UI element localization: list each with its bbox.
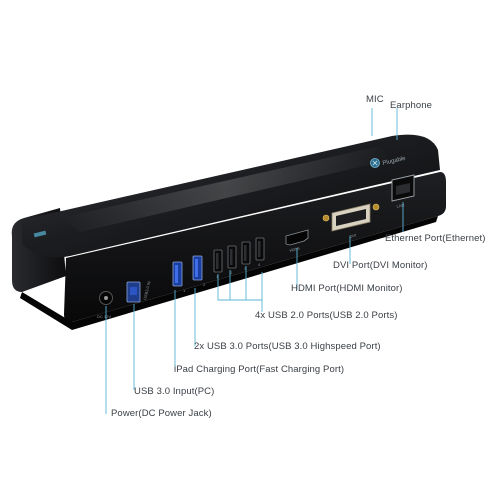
usb2-port-label-4: 4 [258, 262, 261, 267]
callout-ethernet: Ethernet Port(Ethernet) [385, 233, 486, 244]
device-top-gloss [60, 146, 390, 232]
side-accent-mark [33, 230, 47, 238]
ethernet-port-icon [391, 174, 415, 202]
callout-usb2: 4x USB 2.0 Ports(USB 2.0 Ports) [255, 310, 398, 321]
callout-dvi: DVI Port(DVI Monitor) [333, 260, 428, 271]
usb2-port-3 [241, 241, 251, 265]
usb2-port-label-3: 3 [244, 266, 247, 271]
usb-in-port-label: USB3.0 IN [142, 281, 151, 301]
hdmi-port-icon [285, 229, 309, 246]
docking-station: Plugable DC 12V USB3.0 IN 1 2 [11, 134, 446, 330]
usb2-port-label-1: 1 [216, 274, 219, 279]
callout-mic: MIC [366, 94, 384, 105]
usb2-leader [217, 266, 263, 312]
callout-ipad: iPad Charging Port(Fast Charging Port) [174, 364, 345, 375]
callout-hdmi: HDMI Port(HDMI Monitor) [291, 283, 403, 294]
dvi-port-label: DVI [349, 233, 357, 239]
hdmi-port-label: HDMI [289, 246, 300, 253]
callout-earphone: Earphone [390, 100, 433, 111]
usb2-port-1 [213, 249, 223, 273]
dvi-port-icon [322, 203, 380, 232]
usb2-port-4 [255, 237, 265, 261]
brand-name: Plugable [382, 156, 407, 167]
usb3-port-1 [172, 261, 183, 287]
callout-lines [105, 108, 404, 414]
lan-port-label: LAN [396, 202, 405, 209]
callout-power: Power(DC Power Jack) [111, 408, 212, 419]
dc-port-label: DC 12V [97, 314, 111, 319]
callout-usb-input: USB 3.0 Input(PC) [134, 386, 215, 397]
callout-usb3: 2x USB 3.0 Ports(USB 3.0 Highspeed Port) [194, 341, 381, 352]
usb2-port-2 [227, 245, 237, 269]
usb3-port-label-1: 1 [183, 288, 186, 293]
device-bottom-rim [20, 216, 438, 330]
usb2-port-label-2: 2 [230, 270, 233, 275]
dc-jack-icon [99, 291, 113, 305]
usb3-port-label-2: 2 [203, 282, 206, 287]
usb-port-icon [126, 281, 141, 303]
usb3-port-2 [192, 255, 203, 281]
plugable-logo-icon [370, 158, 380, 168]
